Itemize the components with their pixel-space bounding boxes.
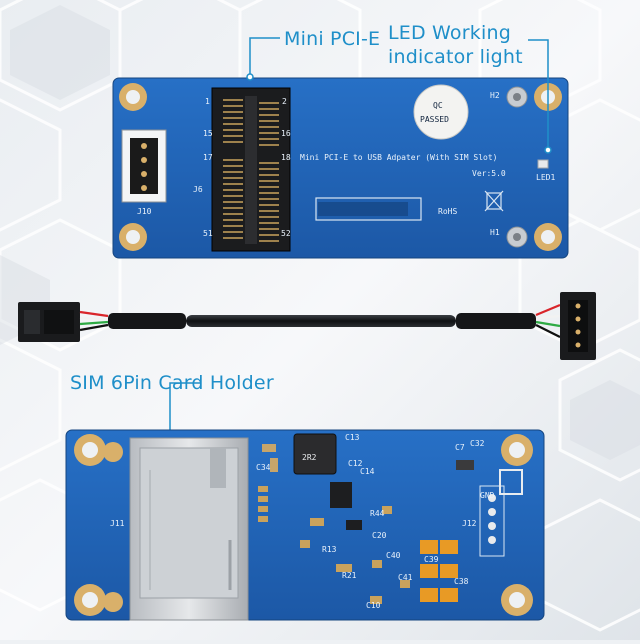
bottom-mounting-holes xyxy=(74,434,533,616)
connector-ref-j10: J10 xyxy=(137,207,152,216)
ref-c14: C14 xyxy=(360,467,375,476)
ref-c40: C40 xyxy=(386,551,401,560)
ref-r21: R21 xyxy=(342,571,357,580)
smd-components xyxy=(258,444,474,604)
qc-passed-text: PASSED xyxy=(420,115,449,124)
j12-header-pads xyxy=(479,485,505,557)
callout-mini-pcie: Mini PCI-E xyxy=(284,28,381,50)
ref-c20: C20 xyxy=(372,531,387,540)
ref-gnd: GND xyxy=(480,491,495,500)
ref-j12: J12 xyxy=(462,519,477,528)
ref-j11: J11 xyxy=(110,519,125,528)
bottom-pcb-board xyxy=(65,429,545,621)
ref-c41: C41 xyxy=(398,573,413,582)
hole-ref-h1: H1 xyxy=(490,228,500,237)
ref-c39: C39 xyxy=(424,555,439,564)
led-indicator xyxy=(537,159,549,169)
pin-label-18: 18 xyxy=(281,153,291,162)
power-inductor xyxy=(293,433,337,475)
ref-c7: C7 xyxy=(455,443,465,452)
ref-c38: C38 xyxy=(454,577,469,586)
pin-label-52: 52 xyxy=(281,229,291,238)
ref-c32: C32 xyxy=(470,439,485,448)
mini-pcie-slot xyxy=(211,87,291,252)
led-ref-silk: LED1 xyxy=(536,173,555,182)
board-version-silk: Ver:5.0 xyxy=(472,169,506,178)
top-pcb-board xyxy=(112,77,569,259)
ref-c12: C12 xyxy=(348,459,363,468)
standoff-screws xyxy=(506,86,528,248)
pin-label-51: 51 xyxy=(203,229,213,238)
connector-ref-j6: J6 xyxy=(193,185,203,194)
callout-led-line1: LED Working xyxy=(388,22,511,44)
weee-symbol xyxy=(486,192,502,210)
ref-c13: C13 xyxy=(345,433,360,442)
ref-r44: R44 xyxy=(370,509,385,518)
ref-r13: R13 xyxy=(322,545,337,554)
callout-sim-holder: SIM 6Pin Card Holder xyxy=(70,372,274,394)
ref-c10: C10 xyxy=(366,601,381,610)
pin-label-1: 1 xyxy=(205,97,210,106)
silk-outline xyxy=(315,197,422,221)
hole-ref-h2: H2 xyxy=(490,91,500,100)
qc-sticker xyxy=(413,84,469,140)
rohs-mark: RoHS xyxy=(438,207,457,216)
four-pin-header xyxy=(121,129,167,203)
qc-text: QC xyxy=(433,101,443,110)
usb-header-cable xyxy=(18,292,596,360)
callout-led-line2: indicator light xyxy=(388,46,523,68)
regulator-ic xyxy=(330,482,352,508)
pin-label-15: 15 xyxy=(203,129,213,138)
hexagon-shading xyxy=(0,5,640,460)
ref-c34: C34 xyxy=(256,463,271,472)
pin-label-16: 16 xyxy=(281,129,291,138)
pin-label-2: 2 xyxy=(282,97,287,106)
board-title-silk: Mini PCI-E to USB Adpater (With SIM Slot… xyxy=(300,153,497,162)
sim-card-holder xyxy=(129,437,249,621)
inductor-label: 2R2 xyxy=(302,453,317,462)
pin-label-17: 17 xyxy=(203,153,213,162)
